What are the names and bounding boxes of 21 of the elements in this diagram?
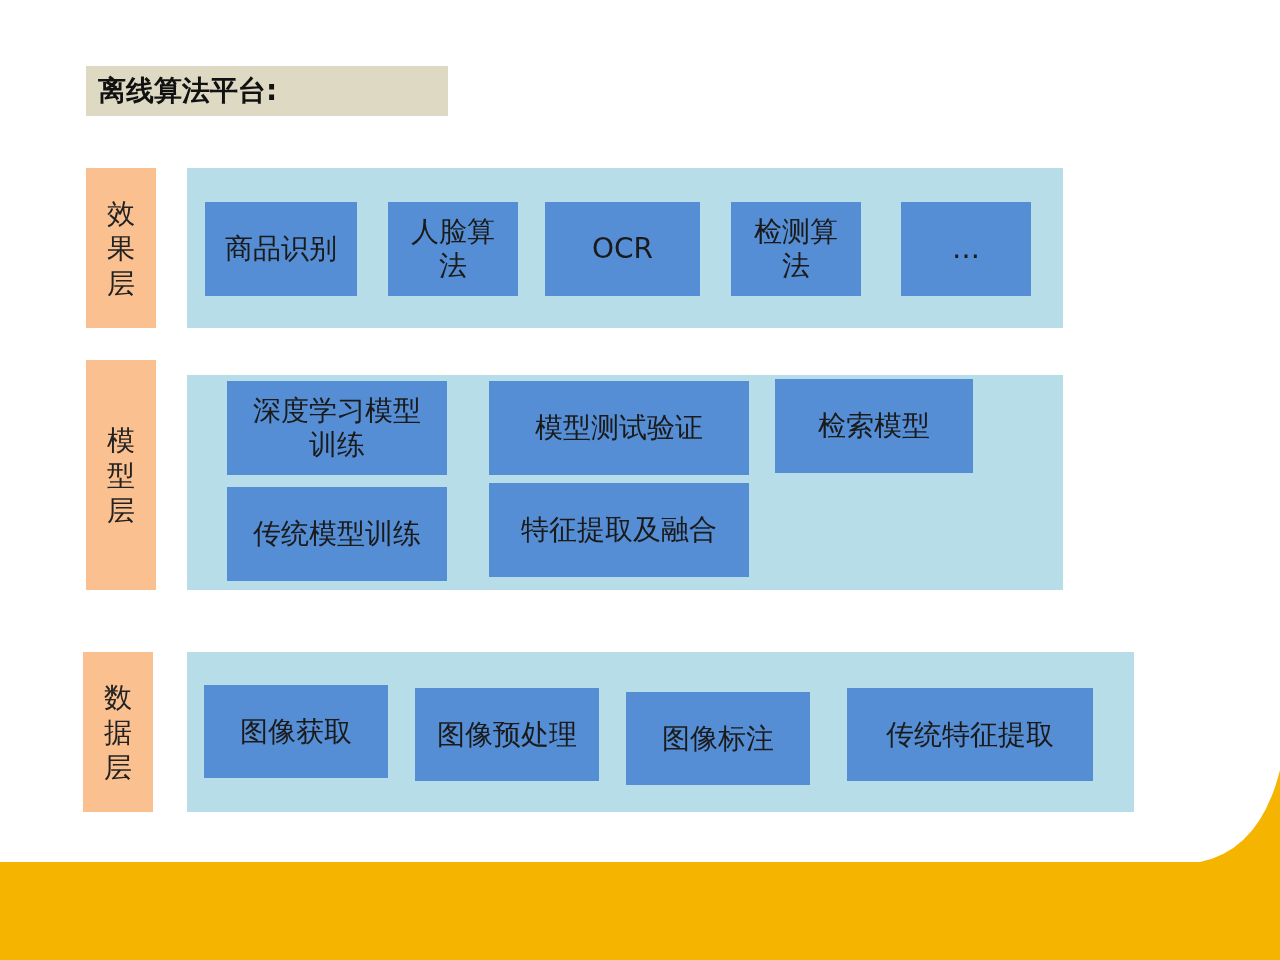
module-box: 图像预处理 — [415, 688, 599, 781]
module-box: 检索模型 — [775, 379, 973, 473]
layer-label: 模型层 — [86, 360, 156, 590]
module-box: 人脸算法 — [388, 202, 518, 296]
title-banner: 离线算法平台: — [86, 66, 448, 116]
layer-panel — [187, 168, 1063, 328]
layer-label: 数据层 — [83, 652, 153, 812]
layer-panel — [187, 375, 1063, 590]
module-box: 商品识别 — [205, 202, 357, 296]
module-box: 深度学习模型训练 — [227, 381, 447, 475]
module-box: 传统特征提取 — [847, 688, 1093, 781]
layer-panel — [187, 652, 1134, 812]
module-box: 特征提取及融合 — [489, 483, 749, 577]
module-box: 图像标注 — [626, 692, 810, 785]
module-box: 传统模型训练 — [227, 487, 447, 581]
layer-label: 效果层 — [86, 168, 156, 328]
module-box: OCR — [545, 202, 700, 296]
module-box: 检测算法 — [731, 202, 861, 296]
module-box: 模型测试验证 — [489, 381, 749, 475]
module-box: 图像获取 — [204, 685, 388, 778]
module-box: … — [901, 202, 1031, 296]
